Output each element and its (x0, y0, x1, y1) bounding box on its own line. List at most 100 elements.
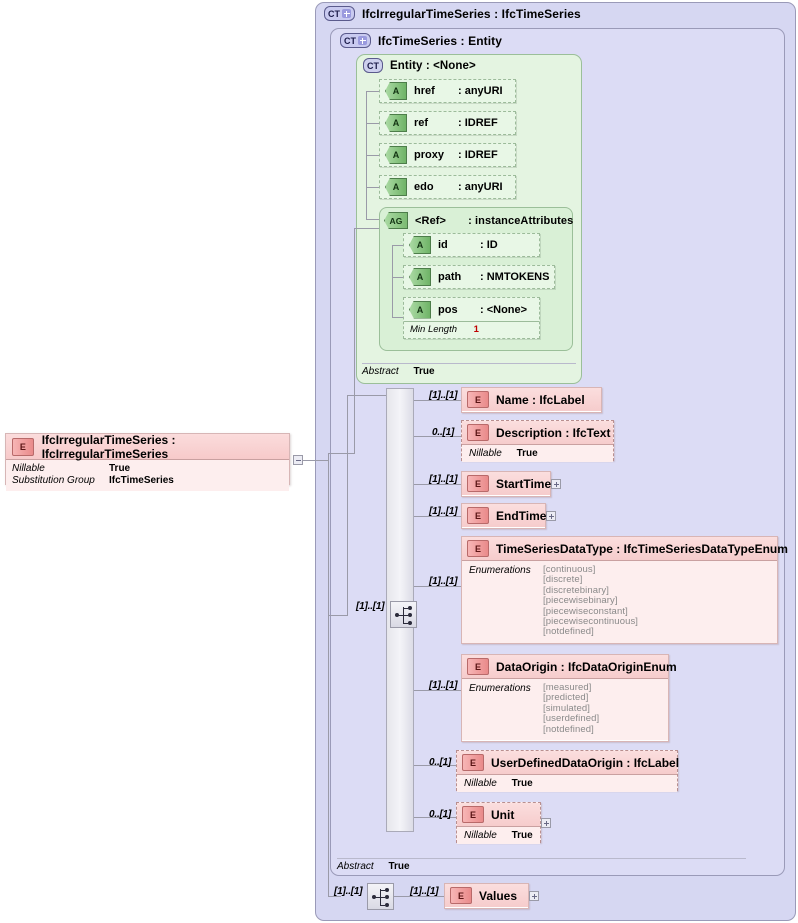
attribute-icon: A (385, 146, 407, 164)
facet-label: Substitution Group (12, 475, 95, 486)
attribute-href[interactable]: A href : anyURI (379, 79, 516, 103)
attribute-group-name: <Ref> (415, 214, 447, 227)
element-connector (414, 690, 461, 691)
enum-value: [continuous] (543, 564, 596, 575)
element-title: UserDefinedDataOrigin : IfcLabel (491, 755, 680, 770)
entity-abstract-row: Abstract True (362, 366, 435, 377)
facet-label: Min Length (410, 324, 458, 335)
sequence-compositor-icon[interactable] (390, 601, 417, 628)
element-enumerations: Enumerations [continuous] [discrete] [di… (462, 560, 777, 643)
attribute-type: : IDREF (458, 149, 498, 161)
aggroup-branch (392, 317, 404, 318)
aggroup-branch (392, 277, 404, 278)
enum-value: [piecewisecontinuous] (543, 616, 639, 628)
complextype-icon: CT (363, 58, 383, 73)
values-branch-connector (328, 896, 341, 897)
element-enumerations: Enumerations [measured] [predicted] [sim… (462, 678, 668, 741)
values-element-cardinality: [1]..[1] (410, 886, 439, 897)
enum-value: [predicted] (543, 692, 589, 704)
attribute-group-type: : instanceAttributes (468, 214, 574, 227)
element-endtime[interactable]: E EndTime (461, 503, 546, 529)
entity-attr-branch (366, 219, 380, 220)
innertype-abstract-separator (337, 858, 746, 859)
element-description[interactable]: E Description : IfcText Nillable True (461, 420, 614, 462)
element-connector (414, 400, 461, 401)
enumerations-label: Enumerations (469, 565, 531, 576)
facet-label: Nillable (464, 830, 497, 841)
enum-value: [notdefined] (543, 723, 594, 735)
aggroup-trunk (392, 245, 393, 317)
abstract-value: True (413, 366, 435, 377)
greybar-top-connector (347, 395, 386, 396)
element-timeseriesdatatype[interactable]: E TimeSeriesDataType : IfcTimeSeriesData… (461, 536, 788, 644)
element-values-expand-box[interactable] (529, 891, 539, 901)
attribute-pos[interactable]: A pos : <None> Min Length 1 (403, 297, 540, 339)
enumerations-values: [continuous] [discrete] [discretebinary]… (543, 564, 639, 638)
entity-attr-branch (366, 91, 380, 92)
complextype-icon: CT (340, 33, 371, 48)
enumerations-label: Enumerations (469, 683, 531, 694)
element-cardinality-description: 0..[1] (432, 427, 455, 438)
element-userdefineddataorigin[interactable]: E UserDefinedDataOrigin : IfcLabel Nilla… (456, 750, 680, 792)
element-cardinality-name: [1]..[1] (429, 390, 458, 401)
facet-value: True (511, 830, 533, 841)
element-icon: E (467, 507, 489, 524)
entity-abstract-separator (362, 363, 576, 364)
abstract-label: Abstract (362, 366, 399, 377)
element-connector (414, 765, 456, 766)
attribute-name: href (414, 85, 435, 97)
element-cardinality-unit: 0..[1] (429, 809, 452, 820)
complextype-outer-title: IfcIrregularTimeSeries : IfcTimeSeries (362, 6, 581, 21)
element-icon: E (467, 475, 489, 492)
element-icon: E (467, 424, 489, 441)
element-starttime-expand-box[interactable] (551, 479, 561, 489)
element-connector (414, 484, 461, 485)
facet-label: Nillable (12, 463, 45, 474)
element-icon: E (450, 887, 472, 904)
root-element-title: IfcIrregularTimeSeries : IfcIrregularTim… (41, 432, 176, 461)
attribute-type: : ID (480, 239, 498, 251)
complextype-icon: CT (324, 6, 355, 21)
entity-type-header: CT Entity : <None> (363, 58, 476, 73)
attribute-group-ref-header: AG <Ref> : instanceAttributes (384, 212, 573, 229)
element-name[interactable]: E Name : IfcLabel (461, 387, 602, 413)
attribute-name: pos (438, 303, 458, 316)
root-element-facets: Nillable True Substitution Group IfcTime… (6, 459, 289, 491)
entity-attr-branch (366, 123, 380, 124)
attribute-icon: A (385, 82, 407, 100)
attribute-icon: A (409, 300, 431, 319)
element-title: Unit (491, 807, 515, 822)
element-icon: E (467, 391, 489, 408)
element-unit-expand-box[interactable] (541, 818, 551, 828)
enum-value: [discretebinary] (543, 584, 610, 596)
facet-label: Nillable (464, 778, 497, 789)
element-title: DataOrigin : IfcDataOriginEnum (496, 659, 677, 674)
attribute-ref[interactable]: A ref : IDREF (379, 111, 516, 135)
facet-value: True (109, 463, 131, 474)
enum-value: [discrete] (543, 574, 583, 586)
element-cardinality-dataorigin: [1]..[1] (429, 680, 458, 691)
complextype-inner-header: CT IfcTimeSeries : Entity (340, 33, 502, 48)
attribute-path[interactable]: A path : NMTOKENS (403, 265, 555, 289)
element-cardinality-timeseriesdatatype: [1]..[1] (429, 576, 458, 587)
element-dataorigin[interactable]: E DataOrigin : IfcDataOriginEnum Enumera… (461, 654, 677, 742)
enum-value: [piecewiseconstant] (543, 605, 628, 617)
element-endtime-expand-box[interactable] (546, 511, 556, 521)
root-element-collapse-box[interactable] (293, 455, 303, 465)
entity-attr-branch (366, 155, 380, 156)
element-starttime[interactable]: E StartTime (461, 471, 551, 497)
attribute-edo[interactable]: A edo : anyURI (379, 175, 516, 199)
complextype-inner-title: IfcTimeSeries : Entity (378, 33, 503, 48)
element-unit[interactable]: E Unit Nillable True (456, 802, 541, 844)
sequence-branch-vertical (347, 395, 348, 616)
values-sequence-compositor-icon[interactable] (367, 883, 394, 910)
attribute-type: : <None> (480, 303, 528, 316)
attribute-id[interactable]: A id : ID (403, 233, 540, 257)
root-element-box[interactable]: E IfcIrregularTimeSeries : IfcIrregularT… (5, 432, 290, 491)
attribute-type: : IDREF (458, 117, 498, 129)
element-facets: Nillable True (457, 774, 677, 792)
attribute-name: id (438, 239, 448, 251)
attribute-proxy[interactable]: A proxy : IDREF (379, 143, 516, 167)
root-to-tree-connector (303, 460, 329, 461)
element-values[interactable]: E Values (444, 883, 529, 909)
